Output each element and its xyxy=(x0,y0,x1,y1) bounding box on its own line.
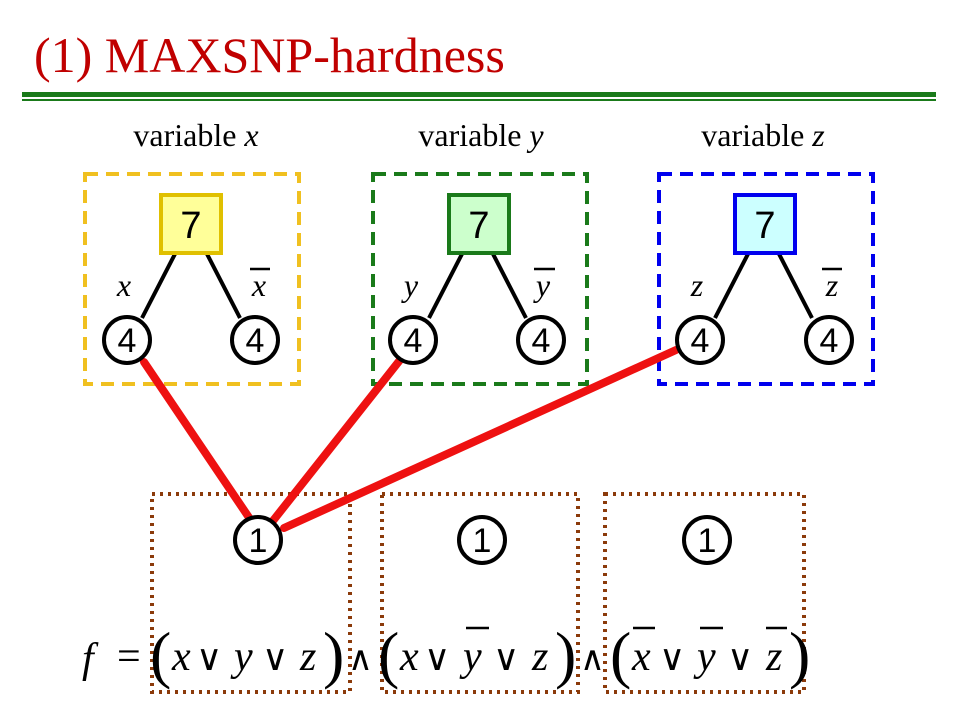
variable-z-root-node xyxy=(733,193,797,255)
clause-2-literal-2: y xyxy=(459,634,482,680)
literal-not-z-label: z xyxy=(825,267,839,303)
variable-x-leaf-positive-value: 4 xyxy=(118,322,137,360)
clause-2-literal-1: x xyxy=(399,634,419,680)
formula-f: f xyxy=(82,636,99,682)
variable-y-label: variable y xyxy=(418,117,544,153)
clause-3-literal-3: z xyxy=(765,634,782,680)
variable-z-root-value: 7 xyxy=(754,205,775,247)
clause-2-literal-3: z xyxy=(531,634,548,680)
clause-2-or-1: ∨ xyxy=(424,638,450,678)
variable-z-leaf-positive-value: 4 xyxy=(691,322,710,360)
edge-z-negative xyxy=(776,251,814,319)
variable-z-leaf-negative xyxy=(804,315,854,365)
clause-1-node xyxy=(233,515,283,565)
slide-title: (1) MAXSNP-hardness xyxy=(34,27,505,83)
clause-1-close-paren: ) xyxy=(323,619,344,690)
and-operator-2: ∧ xyxy=(580,641,605,678)
variable-x-leaf-negative-value: 4 xyxy=(246,322,265,360)
variable-x-box xyxy=(83,172,301,386)
literal-not-y-label: y xyxy=(533,267,551,303)
clause-edge-y xyxy=(268,356,404,526)
variable-z-leaf-negative-value: 4 xyxy=(820,322,839,360)
clause-1-or-1: ∨ xyxy=(196,638,222,678)
clause-3-or-1: ∨ xyxy=(659,638,685,678)
title-underline-thin xyxy=(22,99,936,101)
clause-2-open-paren: ( xyxy=(378,619,399,690)
literal-z-label: z xyxy=(690,267,704,303)
clause-3-close-paren: ) xyxy=(789,619,810,690)
clause-1-or-2: ∨ xyxy=(262,638,288,678)
variable-y-leaf-negative xyxy=(516,315,566,365)
variable-y-leaf-negative-value: 4 xyxy=(532,322,551,360)
clause-2-box xyxy=(380,492,580,694)
literal-y-label: y xyxy=(401,267,419,303)
variable-y-leaf-positive xyxy=(388,315,438,365)
clause-1-open-paren: ( xyxy=(150,619,171,690)
clause-1-literal-1: x xyxy=(171,634,191,680)
formula-equals: = xyxy=(117,634,141,680)
clause-3-box xyxy=(603,492,806,694)
variable-x-root-node xyxy=(159,193,223,255)
clause-1-box xyxy=(150,492,352,694)
variable-y-leaf-positive-value: 4 xyxy=(404,322,423,360)
variable-x-leaf-positive xyxy=(102,315,152,365)
literal-x-label: x xyxy=(116,267,131,303)
clause-2-close-paren: ) xyxy=(555,619,576,690)
variable-y-box xyxy=(371,172,589,386)
clause-edge-x xyxy=(140,358,256,526)
clause-2-node xyxy=(457,515,507,565)
title-underline xyxy=(22,92,936,97)
variable-y-root-value: 7 xyxy=(468,205,489,247)
clause-3-value: 1 xyxy=(698,522,717,560)
edge-x-negative xyxy=(204,251,242,319)
variable-y-root-node xyxy=(447,193,511,255)
cnf-formula: f = ( x ∨ y ∨ z ) ∧ ( x ∨ y ∨ z ) ∧ ( x … xyxy=(82,619,810,690)
clause-2-value: 1 xyxy=(473,522,492,560)
and-operator-1: ∧ xyxy=(348,641,373,678)
clause-1-value: 1 xyxy=(249,522,268,560)
literal-not-x-label: x xyxy=(251,267,266,303)
edge-y-negative xyxy=(490,251,528,319)
clause-3-literal-2: y xyxy=(693,634,716,680)
variable-z-box xyxy=(657,172,875,386)
variable-x-label: variable x xyxy=(133,117,258,153)
clause-3-open-paren: ( xyxy=(610,619,631,690)
variable-z-label: variable z xyxy=(701,117,825,153)
clause-3-literal-1: x xyxy=(631,634,651,680)
clause-3-or-2: ∨ xyxy=(727,638,753,678)
clause-2-or-2: ∨ xyxy=(493,638,519,678)
clause-edge-z xyxy=(280,346,680,532)
clause-1-literal-2: y xyxy=(230,634,253,680)
variable-x-root-value: 7 xyxy=(180,205,201,247)
clause-1-literal-3: z xyxy=(299,634,316,680)
edge-z-positive xyxy=(713,251,751,319)
clause-3-node xyxy=(682,515,732,565)
edge-y-positive xyxy=(427,251,465,319)
edge-x-positive xyxy=(140,251,178,319)
variable-z-leaf-positive xyxy=(675,315,725,365)
variable-x-leaf-negative xyxy=(230,315,280,365)
